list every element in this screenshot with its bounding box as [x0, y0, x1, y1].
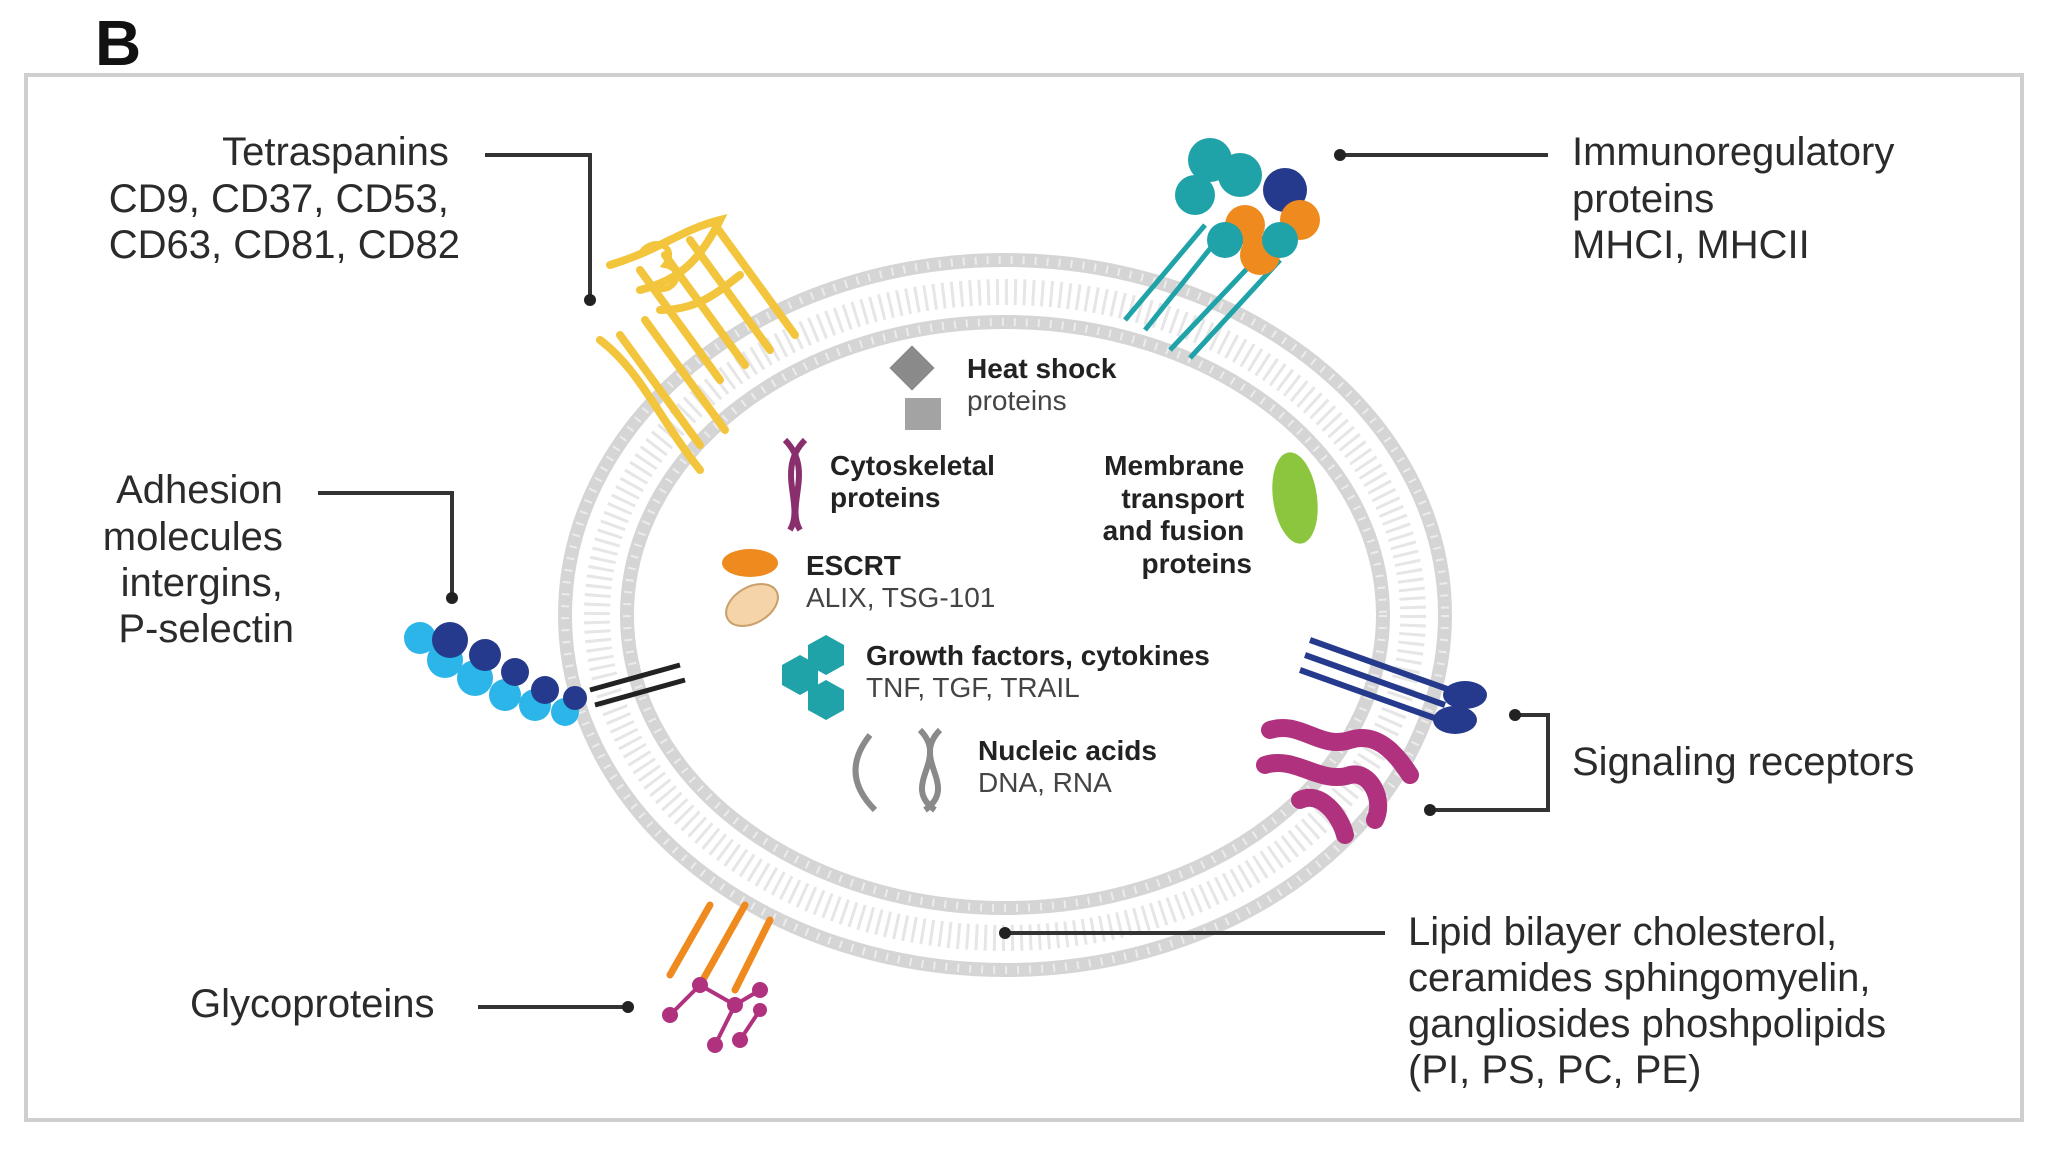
adhesion-molecules-protein: [404, 622, 686, 726]
tetraspanins-leader-line: [485, 153, 592, 300]
signaling-label: Signaling receptors: [1572, 740, 1914, 784]
adhesion-label: Adhesion molecules intergins, P-selectin: [103, 468, 294, 651]
escrt-label: ESCRT ALIX, TSG-101: [806, 550, 995, 613]
tetraspanins-label: Tetraspanins CD9, CD37, CD53, CD63, CD81…: [109, 130, 460, 267]
membrane-transport-label: Membrane transport and fusion proteins: [1103, 450, 1252, 579]
figure-frame: [24, 73, 2024, 1122]
panel-label: B: [95, 7, 141, 79]
glycoproteins-label: Glycoproteins: [190, 982, 435, 1026]
glycoproteins-leader-dot: [622, 1001, 634, 1013]
signaling-leader-dot-top: [1509, 709, 1521, 721]
cytoskeletal-protein-icon: [782, 437, 808, 532]
heat-shock-label: Heat shock proteins: [967, 353, 1120, 416]
adhesion-leader-line: [318, 491, 454, 598]
glycoproteins: [662, 901, 774, 1053]
growth-factor-icon: [782, 635, 844, 720]
membrane-transport-protein-icon: [1272, 452, 1318, 544]
nucleic-acid-icon: [852, 727, 943, 813]
signaling-leader-dot-bottom: [1424, 804, 1436, 816]
lipid-leader-dot: [999, 927, 1011, 939]
tetraspanins-leader-dot: [584, 294, 596, 306]
tetraspanins-protein: [596, 214, 799, 474]
immunoregulatory-proteins-mhc: [1123, 138, 1320, 360]
signaling-receptor-magenta: [1256, 719, 1419, 844]
immunoregulatory-label: Immunoregulatory proteins MHCI, MHCII: [1572, 130, 1906, 267]
lipid-label: Lipid bilayer cholesterol, ceramides sph…: [1408, 910, 1897, 1092]
immunoregulatory-leader-dot: [1334, 149, 1346, 161]
nucleic-acids-label: Nucleic acids DNA, RNA: [978, 735, 1161, 798]
escrt-protein-icon: [722, 549, 779, 627]
cytoskeletal-label: Cytoskeletal proteins: [830, 450, 1003, 513]
signaling-leader-line: [1430, 713, 1550, 812]
adhesion-leader-dot: [446, 592, 458, 604]
lipid-bilayer-membrane: [558, 253, 1452, 977]
growth-factors-label: Growth factors, cytokines TNF, TGF, TRAI…: [866, 640, 1214, 703]
signaling-receptor-navy: [1298, 637, 1487, 734]
